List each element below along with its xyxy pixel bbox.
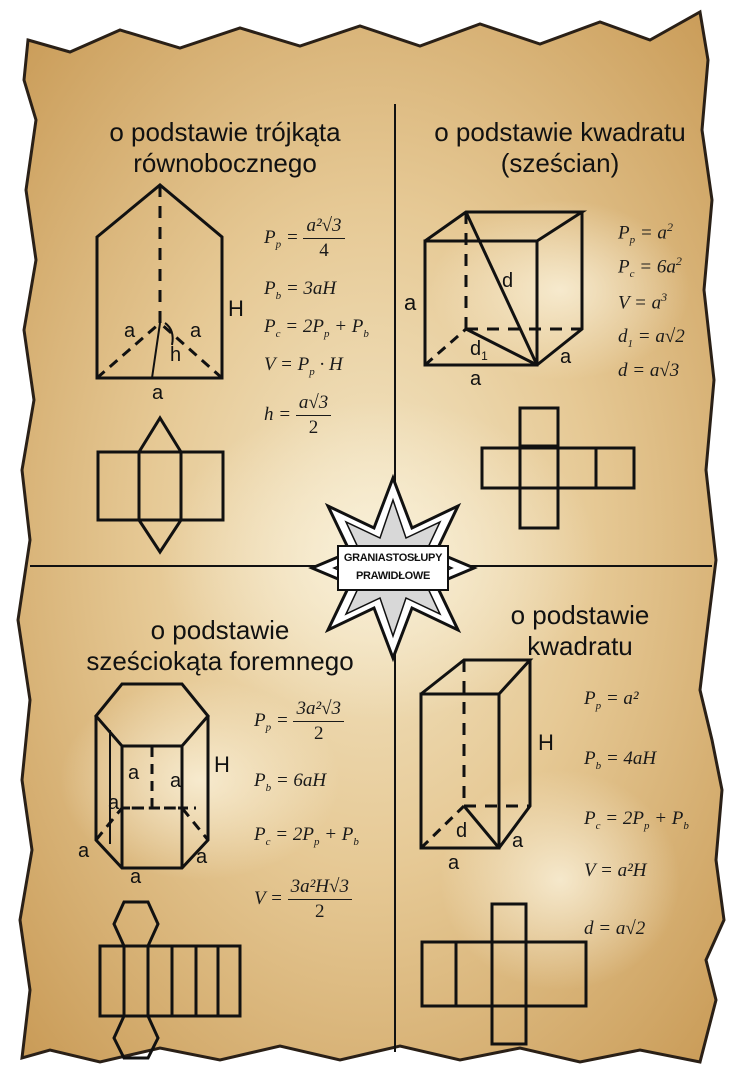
formula-cube-v: V = a3 <box>618 290 668 314</box>
badge-line1: GRANIASTOSŁUPY <box>343 552 443 564</box>
formula-hexagon-pc: Pc = 2Pp + Pb <box>254 824 359 848</box>
label-a: a <box>196 846 208 868</box>
label-h: h <box>170 344 182 366</box>
formula-cube-d1: d1 = a√2 <box>618 326 685 350</box>
star-badge <box>308 473 478 663</box>
title-square-line1: o podstawie <box>510 600 650 630</box>
hexagonal-prism-drawing <box>94 682 210 870</box>
triangular-prism-drawing <box>95 183 224 380</box>
label-H: H <box>228 296 244 321</box>
square-prism-net <box>420 902 588 1046</box>
title-triangle-line2: równobocznego <box>133 148 317 178</box>
label-d: d <box>502 270 514 292</box>
square-prism-drawing <box>419 658 534 850</box>
formula-square-pp: Pp = a² <box>584 688 639 712</box>
formula-triangle-v: V = Pp · H <box>264 354 343 378</box>
label-H: H <box>214 752 230 777</box>
label-a: a <box>152 382 164 404</box>
label-H: H <box>538 730 554 755</box>
title-square-line2: kwadratu <box>527 631 633 661</box>
formula-cube-d: d = a√3 <box>618 360 680 381</box>
formula-square-v: V = a²H <box>584 860 647 881</box>
label-d1: d1 <box>470 338 488 363</box>
label-a: a <box>448 852 460 874</box>
badge-label: GRANIASTOSŁUPY PRAWIDŁOWE <box>338 549 448 585</box>
label-a: a <box>124 320 136 342</box>
title-cube: o podstawie kwadratu (sześcian) <box>400 117 720 179</box>
label-d: d <box>456 820 468 842</box>
label-a: a <box>560 346 572 368</box>
formula-triangle-pb: Pb = 3aH <box>264 278 337 302</box>
label-a: a <box>108 792 120 814</box>
title-square: o podstawie kwadratu <box>470 600 690 662</box>
formula-triangle-pc: Pc = 2Pp + Pb <box>264 316 369 340</box>
label-a: a <box>470 368 482 390</box>
formula-hexagon-pb: Pb = 6aH <box>254 770 327 794</box>
label-a: a <box>78 840 90 862</box>
formula-cube-pc: Pc = 6a2 <box>618 254 682 281</box>
title-triangle: o podstawie trójkąta równobocznego <box>70 117 380 179</box>
hexagonal-prism-net <box>98 900 242 1060</box>
title-hexagon-line2: sześciokąta foremnego <box>86 646 354 676</box>
formula-cube-pp: Pp = a2 <box>618 220 673 247</box>
formula-square-d: d = a√2 <box>584 918 646 939</box>
label-a: a <box>128 762 140 784</box>
cube-net <box>480 406 636 530</box>
title-cube-line1: o podstawie kwadratu <box>434 117 686 147</box>
formula-square-pb: Pb = 4aH <box>584 748 657 772</box>
title-hexagon: o podstawie sześciokąta foremnego <box>60 615 380 677</box>
triangular-prism-net <box>96 415 225 555</box>
label-a: a <box>190 320 202 342</box>
formula-square-pc: Pc = 2Pp + Pb <box>584 808 689 832</box>
title-cube-line2: (sześcian) <box>500 148 620 178</box>
label-a: a <box>130 866 142 888</box>
badge-line2: PRAWIDŁOWE <box>356 570 430 582</box>
cube-drawing <box>423 210 588 367</box>
label-a: a <box>404 290 417 315</box>
label-a: a <box>170 770 182 792</box>
label-a: a <box>512 830 524 852</box>
title-hexagon-line1: o podstawie <box>150 615 290 645</box>
title-triangle-line1: o podstawie trójkąta <box>109 117 341 147</box>
